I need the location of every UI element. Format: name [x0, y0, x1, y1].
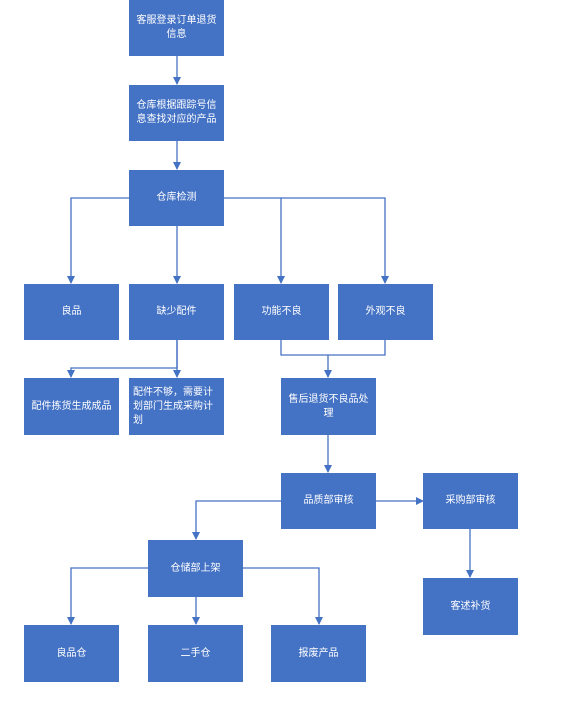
node-quality-review: 品质部审核 — [281, 473, 376, 529]
node-function-defect: 功能不良 — [234, 284, 329, 340]
arrow-n3-n7 — [281, 197, 389, 284]
node-warehouse-shelving: 仓储部上架 — [148, 540, 243, 597]
arrow-n11-n13 — [192, 500, 281, 540]
arrow-n3-n6 — [224, 197, 285, 284]
node-pick-parts-finished: 配件拣货生成成品 — [24, 378, 119, 435]
node-parts-insufficient-purchase-plan: 配件不够，需要计划部门生成采购计划 — [129, 378, 224, 435]
arrow-n5-n8 — [67, 340, 178, 378]
node-customer-service-return-info: 客服登录订单退货信息 — [129, 0, 224, 56]
node-good-product: 良品 — [24, 284, 119, 340]
node-scrap-product: 报废产品 — [271, 625, 366, 682]
line-n6-merge — [280, 340, 386, 356]
node-missing-parts: 缺少配件 — [129, 284, 224, 340]
node-warehouse-inspection: 仓库检测 — [129, 170, 224, 226]
node-warehouse-find-product: 仓库根据跟踪号信息查找对应的产品 — [129, 85, 224, 141]
node-good-product-warehouse: 良品仓 — [24, 625, 119, 682]
arrow-n3-n4 — [67, 197, 129, 284]
node-aftersales-defect-handling: 售后退货不良品处理 — [281, 378, 376, 435]
arrow-n13-n17 — [243, 567, 323, 625]
arrow-n13-n15 — [67, 567, 148, 625]
node-appearance-defect: 外观不良 — [338, 284, 433, 340]
node-purchasing-review: 采购部审核 — [423, 473, 518, 529]
node-replenishment: 客述补货 — [423, 578, 518, 635]
node-second-hand-warehouse: 二手仓 — [148, 625, 243, 682]
